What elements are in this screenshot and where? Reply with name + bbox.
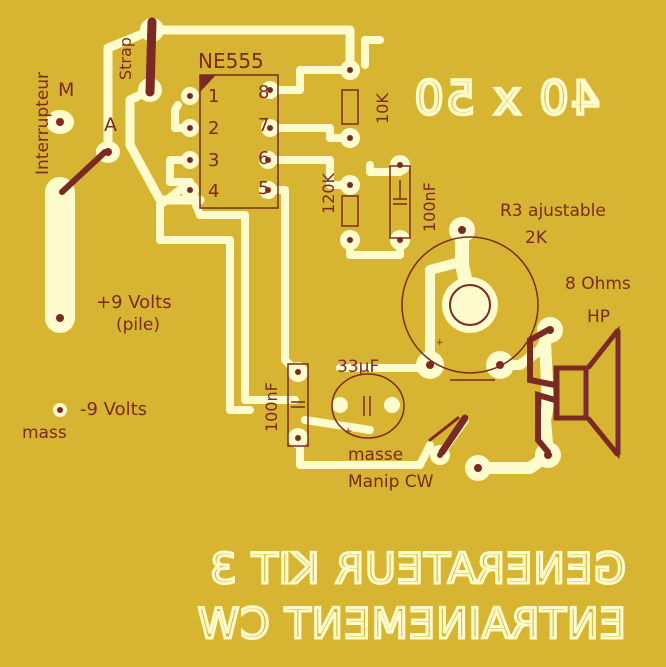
interrupter-lever <box>59 149 108 195</box>
pot-minus-sign: + <box>436 338 444 348</box>
label-pin-8: 8 <box>258 82 269 103</box>
hole-pot-left <box>426 361 434 369</box>
ne555-notch <box>200 75 216 92</box>
track-right-bus <box>361 36 384 69</box>
label-pin-6: 6 <box>258 148 269 169</box>
speaker-magnet <box>553 365 589 421</box>
label-100nf-top: 100nF <box>420 182 439 232</box>
capacitor-100nf-bottom <box>287 363 309 447</box>
speaker-cone-bottom <box>586 416 620 457</box>
hole-10k-bottom <box>347 135 353 141</box>
hole-ic8 <box>267 87 273 93</box>
label-r3-line1: R3 ajustable <box>500 201 606 221</box>
label-mass: mass <box>22 423 67 443</box>
label-pin-4: 4 <box>208 181 219 202</box>
title-line-1: GENERATEUR KIT 3 <box>209 544 626 593</box>
manip-wire <box>438 414 469 456</box>
label-pin-5: 5 <box>258 178 269 199</box>
labels: Interrupteur M A Strap NE555 1 2 3 4 8 7… <box>22 37 631 492</box>
pad-33uf-a <box>332 397 348 413</box>
hole-100nf-a <box>397 162 403 168</box>
resistor-10k <box>341 89 359 125</box>
hole-ic2 <box>187 125 193 131</box>
label-m: M <box>58 79 74 101</box>
label-a: A <box>104 114 117 136</box>
label-board-size: 40 x 50 <box>412 71 600 125</box>
label-33uf: 33µF <box>337 357 379 377</box>
speaker-cone-top <box>586 328 620 370</box>
pad-holes <box>56 67 554 472</box>
resistor-120k <box>341 195 359 227</box>
hole-minus9 <box>57 407 63 413</box>
label-10k: 10K <box>373 93 392 124</box>
title-line-2: ENTRAINEMENT CW <box>197 599 626 648</box>
pot-body <box>401 236 539 374</box>
hole-manip <box>474 464 482 472</box>
cap33-plus-sign: + <box>344 426 352 437</box>
capacitor-100nf-top <box>389 165 411 239</box>
track-ground-left <box>296 441 434 469</box>
track-left-loop <box>166 156 194 186</box>
label-plus9-line2: (pile) <box>116 315 160 335</box>
label-minus9: -9 Volts <box>80 399 147 420</box>
hole-120k-top <box>347 182 353 188</box>
label-pin-2: 2 <box>208 118 219 139</box>
ne555-body <box>199 74 279 209</box>
label-pin-3: 3 <box>208 150 219 171</box>
label-plus9-line1: +9 Volts <box>96 292 172 313</box>
track-pin4 <box>156 178 254 414</box>
capacitor-33uf <box>331 373 405 439</box>
label-masse: masse <box>348 445 403 465</box>
hole-pile <box>56 314 64 322</box>
label-pin-7: 7 <box>258 115 269 136</box>
board-size-label-group: 40 x 50 <box>411 69 602 127</box>
pot-knob-ring <box>449 284 491 326</box>
label-8-ohms: 8 Ohms <box>565 274 631 294</box>
label-manip-cw: Manip CW <box>348 472 434 492</box>
title-group: GENERATEUR KIT 3 ENTRAINEMENT CW <box>195 543 627 650</box>
strap-wire <box>145 17 157 97</box>
manip-wire-b <box>428 416 460 442</box>
speaker-wire-bottom <box>535 390 558 455</box>
hole-ic7 <box>267 125 273 131</box>
speaker-wire-top <box>527 327 558 388</box>
hole-ic6 <box>265 157 271 163</box>
hole-ic5 <box>265 187 271 193</box>
track-strap <box>125 85 205 205</box>
pad-33uf-b <box>384 397 400 413</box>
label-interrupteur: Interrupteur <box>33 72 53 175</box>
hole-10k-top <box>347 67 353 73</box>
dark-wires <box>59 17 558 456</box>
label-100nf-bottom: 100nF <box>262 382 281 432</box>
label-hp: HP <box>587 307 610 327</box>
track-33uf-bottom <box>301 416 374 434</box>
label-120k: 120K <box>319 172 338 214</box>
hole-100nf-bot-a <box>295 369 301 375</box>
label-r3-line2: 2K <box>525 228 548 248</box>
hole-ic1 <box>187 93 193 99</box>
track-pin3 <box>186 186 299 404</box>
label-pin-1: 1 <box>208 86 219 107</box>
hole-m <box>56 118 64 126</box>
track-pot-left <box>425 257 465 370</box>
track-pin8 <box>266 66 354 94</box>
hole-120k-bottom <box>347 237 353 243</box>
label-ne555: NE555 <box>198 49 264 73</box>
hole-100nf-bot-b <box>295 435 301 441</box>
hole-pot-top <box>458 226 466 234</box>
hole-ic3 <box>187 157 193 163</box>
label-strap: Strap <box>116 37 135 80</box>
hole-ic4 <box>187 187 193 193</box>
